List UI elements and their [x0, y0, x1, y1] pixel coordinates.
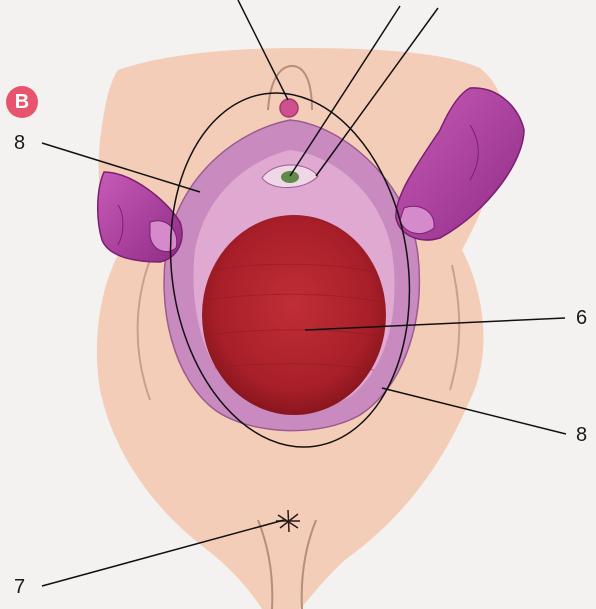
- label-perineum-left: 8: [14, 133, 25, 153]
- fetal-head: [202, 215, 386, 415]
- clitoris: [280, 99, 298, 117]
- panel-badge: B: [6, 86, 38, 118]
- urethral-meatus: [281, 171, 299, 183]
- label-perineum-right: 8: [576, 425, 587, 445]
- label-fetal-head: 6: [576, 308, 587, 328]
- label-anus: 7: [14, 577, 25, 597]
